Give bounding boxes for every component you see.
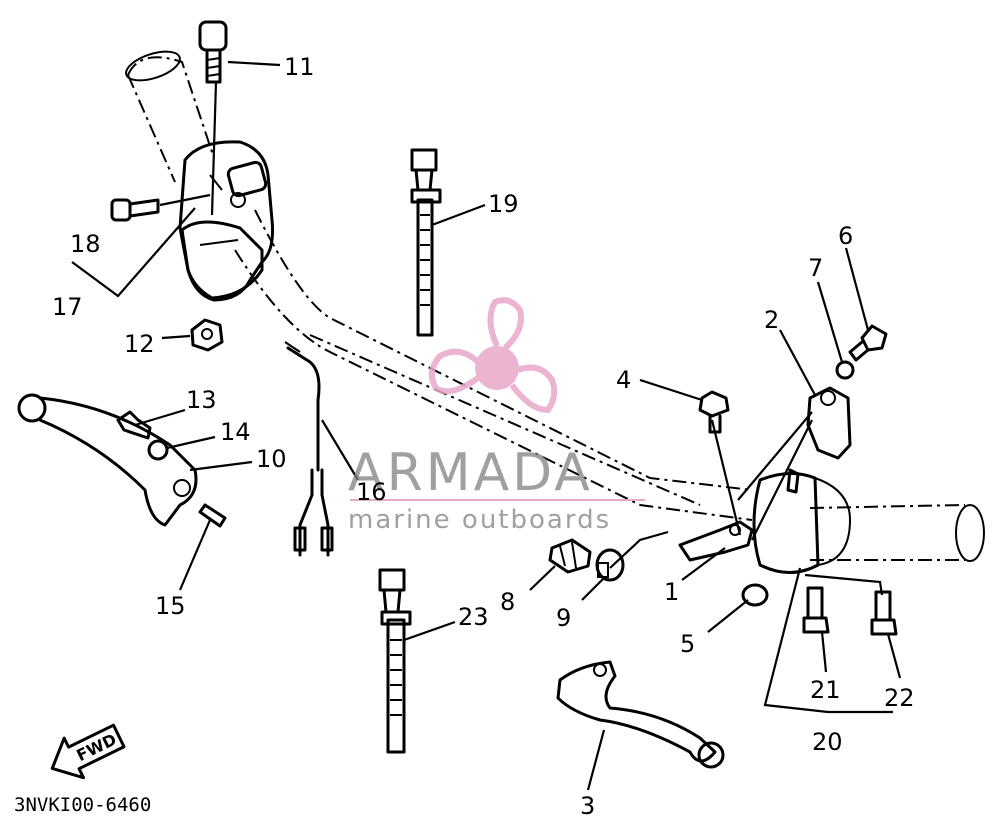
part-5-nut [741,583,769,607]
part-22-screw [870,590,898,636]
leader-lines [71,60,902,791]
part-6-screw [848,324,888,362]
part-13-bolt [116,410,152,440]
part-12-nut [190,318,224,352]
armada-watermark: ARMADA marine outboards [348,297,645,535]
propeller-blade-right [509,364,558,414]
fwd-direction-arrow: FWD [50,723,126,780]
callout-10: 10 [256,445,287,473]
callout-21: 21 [810,676,841,704]
part-19-cable-tie [410,148,442,337]
callout-16: 16 [356,478,387,506]
left-switch-assembly [178,140,274,302]
callout-18: 18 [70,230,101,258]
callout-1: 1 [664,578,679,606]
callout-9: 9 [556,604,571,632]
part-8-collar [548,538,592,574]
handlebar [125,50,985,562]
propeller-hub [475,346,519,390]
right-switch-housing [752,468,852,574]
part-18-screw [110,198,160,222]
callout-23: 23 [458,603,489,631]
part-7-washer [835,360,855,380]
part-21-screw [802,586,830,634]
part-16-wire [284,341,334,557]
callout-4: 4 [616,366,631,394]
part-9-washer [595,548,625,582]
callout-7: 7 [808,254,823,282]
watermark-tagline: marine outboards [348,505,611,535]
callout-22: 22 [884,684,915,712]
part-23-cable-tie [378,568,412,754]
callout-2: 2 [764,306,779,334]
callout-13: 13 [186,386,217,414]
propeller-blade-top [487,297,524,351]
part-11-screw [198,20,228,84]
callout-15: 15 [155,592,186,620]
part-2-clamp [806,386,852,460]
callout-6: 6 [838,222,853,250]
watermark-brand: ARMADA [348,443,593,503]
part-15-screw [198,503,227,528]
right-lever [556,660,725,769]
callout-labels: 11 18 17 12 13 14 10 15 16 19 23 8 9 4 1… [52,53,915,820]
propeller-logo [428,297,558,414]
callout-14: 14 [220,418,251,446]
part-14-nut [147,439,169,461]
callout-12: 12 [124,330,155,358]
callout-3: 3 [580,792,595,820]
callout-20: 20 [812,728,843,756]
propeller-blade-left [428,348,481,395]
callout-17: 17 [52,293,83,321]
callout-5: 5 [680,630,695,658]
callout-11: 11 [284,53,315,81]
callout-8: 8 [500,588,515,616]
callout-19: 19 [488,190,519,218]
part-1-holder [678,520,754,562]
drawing-code: 3NVKI00-6460 [14,794,151,816]
